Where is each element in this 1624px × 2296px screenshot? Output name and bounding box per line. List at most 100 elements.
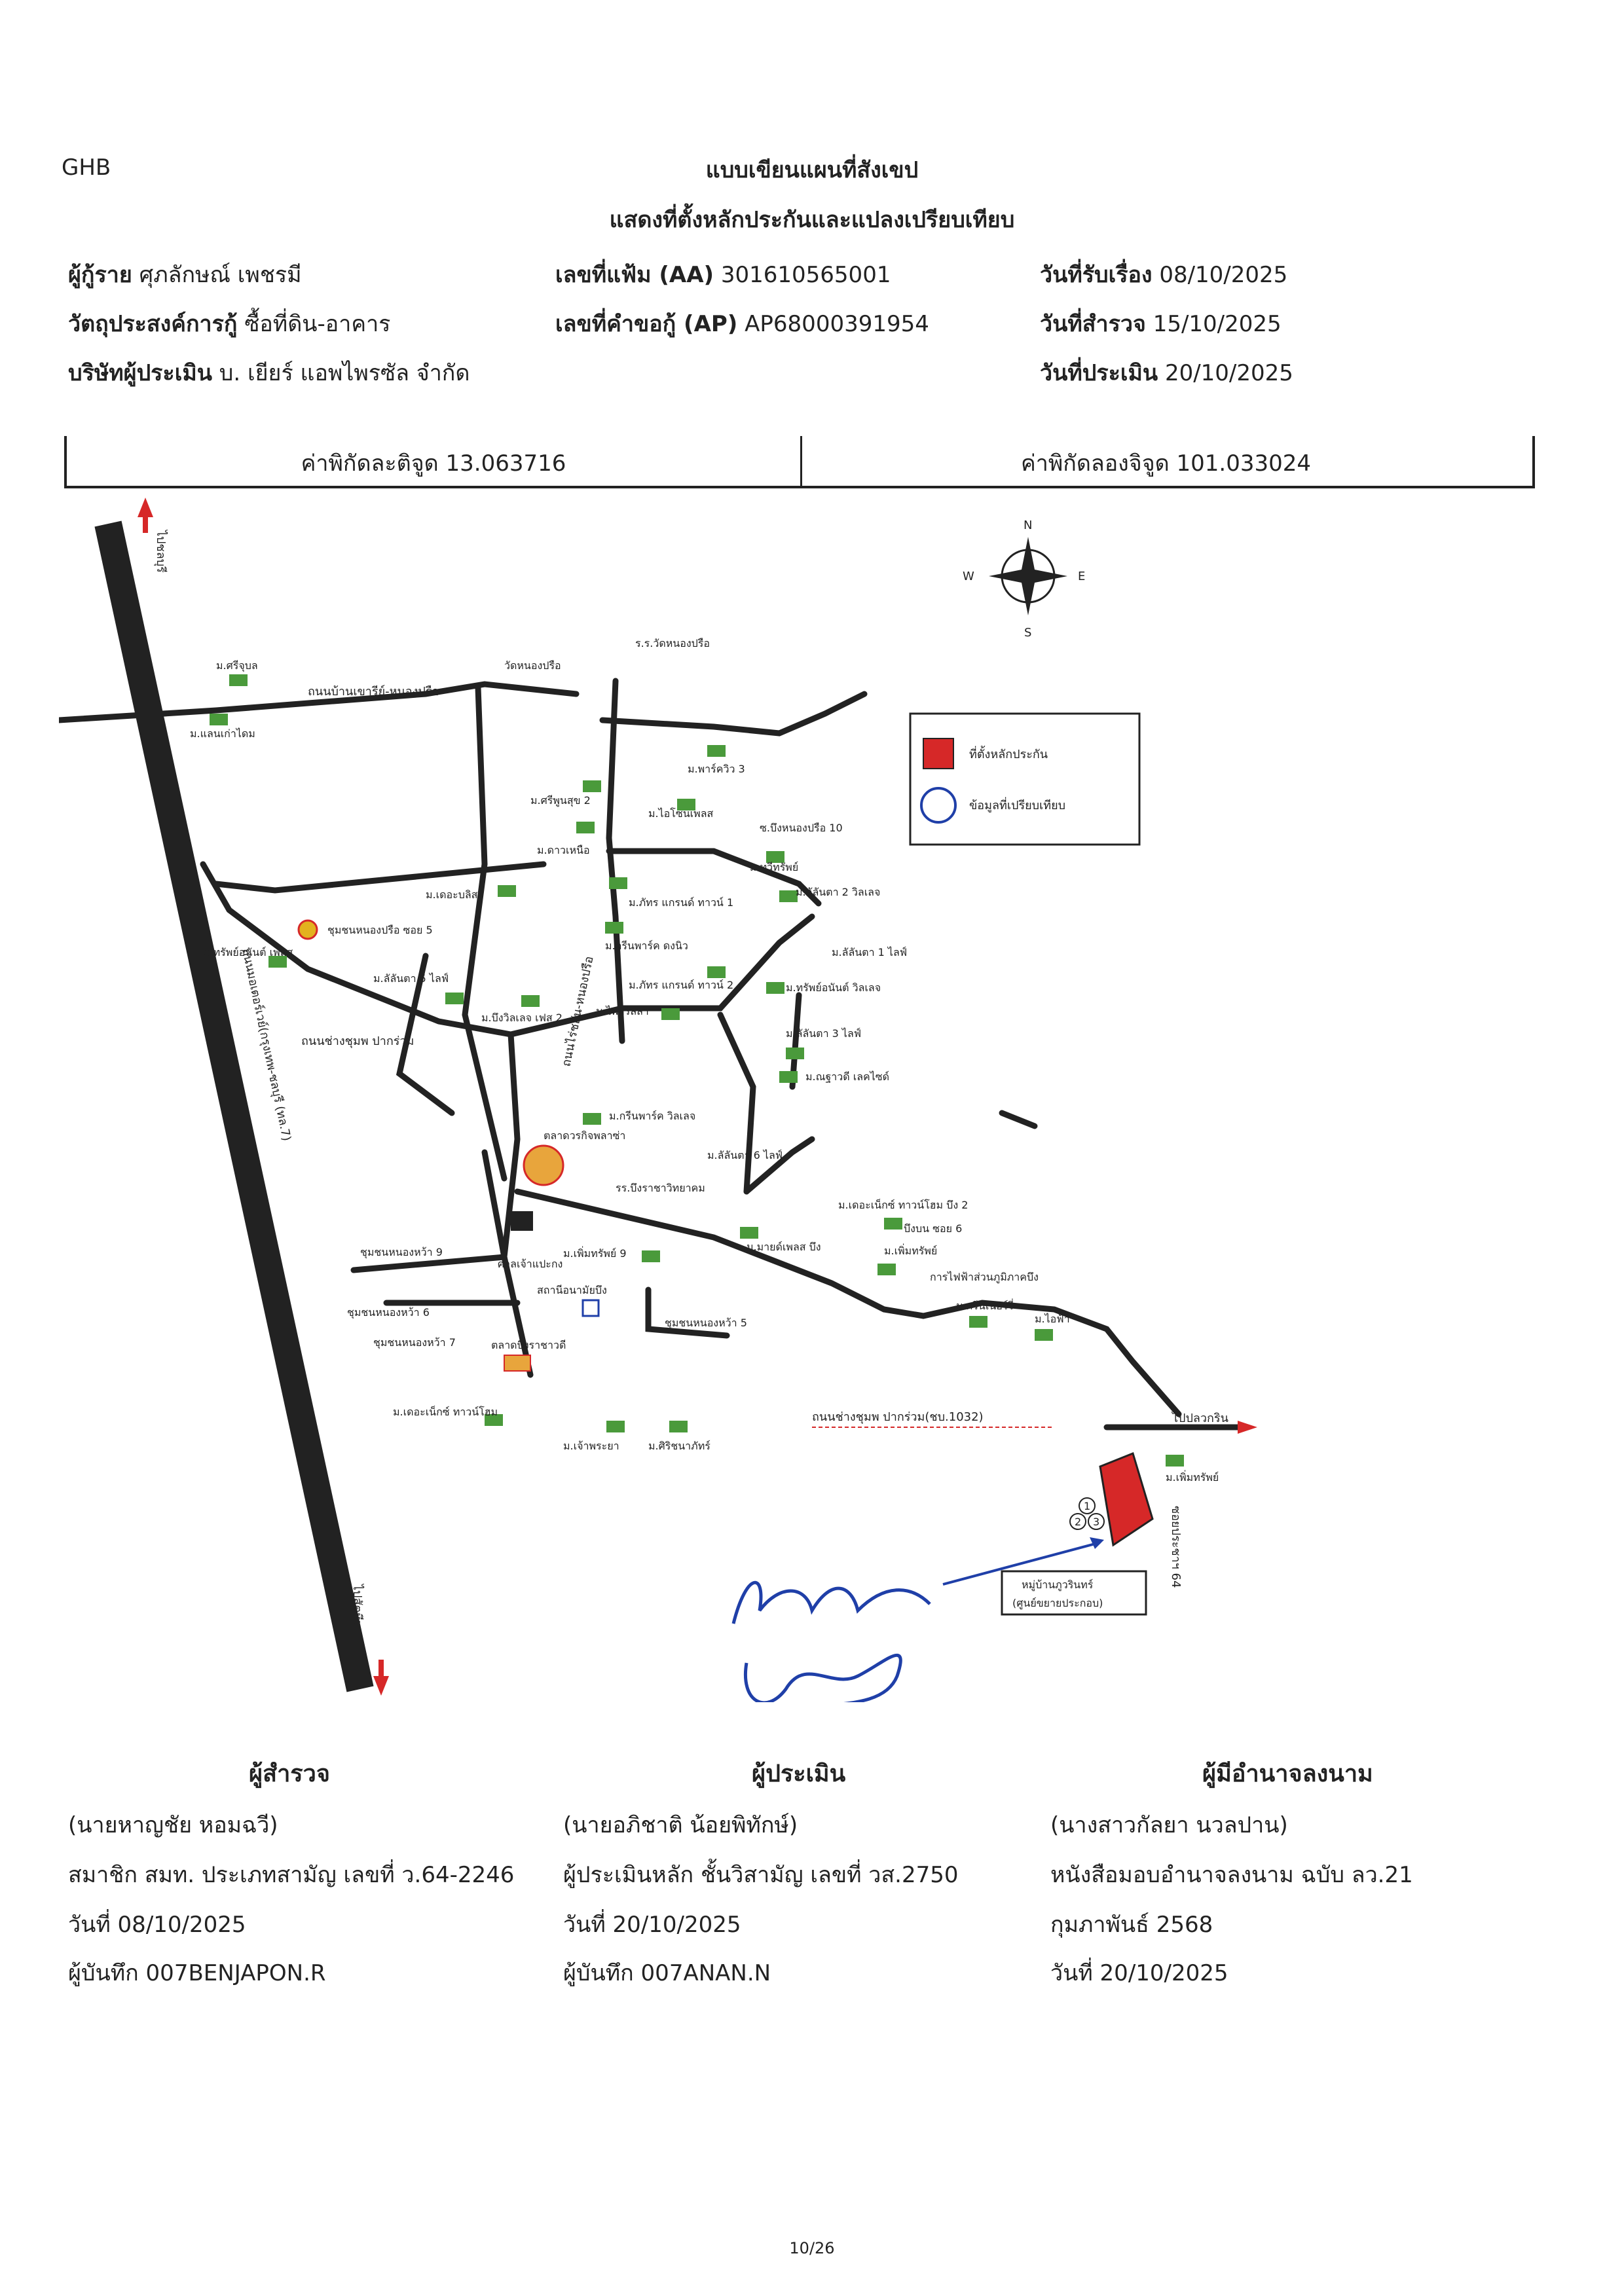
place-label: ม.เพิ่มทรัพย์ [884,1243,937,1257]
survey-date-value: 15/10/2025 [1153,311,1282,337]
compass-rose: N S E W [963,519,1085,640]
road-pakrum [200,861,514,1038]
place-label: ม.เพิ่มทรัพย์ 9 [563,1246,627,1260]
village-icon [969,1316,987,1328]
place-label: ม.กรีนพาร์ค ดงนิว [605,939,688,952]
place-label: ม.ลัลันตา 3 ไลฟ์ [786,1027,861,1040]
comparison-marker-3 [1088,1513,1105,1530]
compass-n: N [1024,519,1032,532]
authorized-name: (นางสาวกัลยา นวลปาน) [1050,1812,1288,1838]
collateral-label-box [1001,1570,1147,1616]
collateral-parcel [1099,1451,1154,1547]
health-station-icon [581,1299,600,1317]
village-icon [485,1414,503,1426]
label-banbueng-road: ถนนบ้านเขารีย์-หนองปรือ [308,685,439,699]
survey-date-row: วันที่สำรวจ 15/10/2025 [1040,306,1282,341]
road-west-branch [213,861,547,894]
borrower-row: ผู้กู้ราย ศุภลักษณ์ เพชรมี [68,257,302,292]
place-label: ศาลเจ้าแปะกง [498,1258,563,1270]
road-pakrum-1032 [514,1188,1182,1417]
gas-station-icon [297,919,318,940]
place-label: ม.ศรีจุบล [216,659,258,672]
comparison-marker-2 [1069,1513,1086,1530]
village-icon [707,966,726,978]
place-label: ม.ศรีพูนสุข 2 [530,794,591,807]
place-label: วัดหนองปรือ [504,659,561,672]
label-pakrum-road: ถนนช่างชุมพ ปากร่วม [301,1034,414,1048]
village-icon [877,1264,896,1275]
village-icon [766,982,784,994]
place-label: ม.ภัทร แกรนด์ ทาวน์ 2 [629,979,733,991]
appraisal-date-label: วันที่ประเมิน [1040,360,1158,386]
legend-comparison-swatch [920,787,957,824]
village-icon [521,995,540,1007]
file-no-value: 301610565001 [720,262,891,288]
comparison-marker-1 [1079,1497,1096,1514]
village-icon [661,1008,680,1020]
road-south-central [501,1031,534,1378]
place-label: ม.เดอะเน็กซ์ ทาวน์โฮม [393,1405,498,1418]
comparison-number-2: 2 [1075,1516,1081,1528]
place-label: ชุมชนหนองหว้า 6 [347,1306,430,1319]
surveyor-line2: วันที่ 08/10/2025 [68,1912,246,1938]
arrow-down-icon [373,1676,389,1696]
roads [59,678,1241,1430]
received-date-row: วันที่รับเรื่อง 08/10/2025 [1040,257,1287,292]
village-icon [583,780,601,792]
village-icon [779,1071,798,1083]
place-label: ม.ทรัพย์อนันต์ เพลส [203,946,293,958]
road-east-branch [717,1011,756,1195]
authorized-line2: กุมภาพันธ์ 2568 [1050,1912,1213,1938]
market-2-icon [504,1355,531,1372]
village-icon [605,922,623,934]
village-icon [766,851,784,863]
village-icon [583,1113,601,1125]
appraiser-company-value: บ. เยียร์ แอพไพรซัล จำกัด [219,360,470,386]
comparison-number-3: 3 [1093,1516,1099,1528]
place-label: ม.แลนเก่าไดม [190,727,255,740]
compass-ew-needle [989,568,1067,584]
comparison-number-1: 1 [1084,1500,1090,1512]
received-date-label: วันที่รับเรื่อง [1040,262,1153,288]
appraiser-line3: ผู้บันทึก 007ANAN.N [563,1960,771,1986]
road-east-spur [743,1136,815,1195]
legend-box [909,712,1141,846]
authorized-line1: หนังสือมอบอำนาจลงนาม ฉบับ ลว.21 [1050,1862,1413,1888]
borrower-label: ผู้กู้ราย [68,262,132,288]
legend-collateral-text: ที่ตั้งหลักประกัน [969,746,1048,761]
appraiser-name: (นายอภิชาติ น้อยพิทักษ์) [563,1812,798,1838]
place-label: ม.ศิริชนาภัทร์ [648,1440,710,1452]
place-label: ม.เจ้าพระยา [563,1440,619,1452]
page-subtitle: แสดงที่ตั้งหลักประกันและแปลงเปรียบเทียบ [609,207,1015,233]
place-label: ม.ทวีทรัพย์ [750,861,798,873]
request-no-label: เลขที่คำขอกู้ (AP) [555,311,738,337]
place-label: ร.ร.วัดหนองปรือ [635,637,710,649]
received-date-value: 08/10/2025 [1159,262,1288,288]
survey-date-label: วันที่สำรวจ [1040,311,1146,337]
place-label: ม.ณฐาวดี เลคไซด์ [805,1070,889,1083]
place-label: ม.กรีนเนอร์รี่ [956,1298,1014,1312]
village-icon [642,1250,660,1262]
longitude-text: ค่าพิกัดลองจิจูด 101.033024 [1021,450,1311,477]
village-icon [445,993,464,1004]
map-legend: ที่ตั้งหลักประกัน ข้อมูลที่เปรียบเทียบ [909,712,1141,846]
place-label: ม.ลัลันตา 5 ไลฟ์ [373,972,449,985]
place-label: ม.ลัลันตา 6 ไลฟ์ [707,1149,783,1161]
place-label: ชุมชนหนองปรือ ซอย 5 [327,924,433,937]
compass-w: W [963,570,974,583]
road-banbueng [59,681,580,723]
handwritten-signatures [731,1580,931,1702]
signature-surveyor [731,1580,931,1624]
place-label: ม.ไพยริลล่า [596,1005,649,1017]
market-icon [523,1144,564,1186]
arrow-down-shaft [378,1660,384,1678]
purpose-row: วัตถุประสงค์การกู้ ซื้อที่ดิน-อาคาร [68,306,390,341]
road-north [599,691,868,737]
authorized-line3: วันที่ 20/10/2025 [1050,1960,1228,1986]
road-lalanta [606,848,822,907]
label-pakrum-1032: ถนนช่างชุมพ ปากร่วม(ชบ.1032) [812,1410,984,1424]
village-icon [229,674,248,686]
collateral-label-line1: หมู่บ้านภูวรินทร์ [1022,1578,1094,1592]
place-label: ชุมชนหนองหว้า 9 [360,1246,443,1259]
purpose-value: ซื้อที่ดิน-อาคาร [244,311,391,337]
